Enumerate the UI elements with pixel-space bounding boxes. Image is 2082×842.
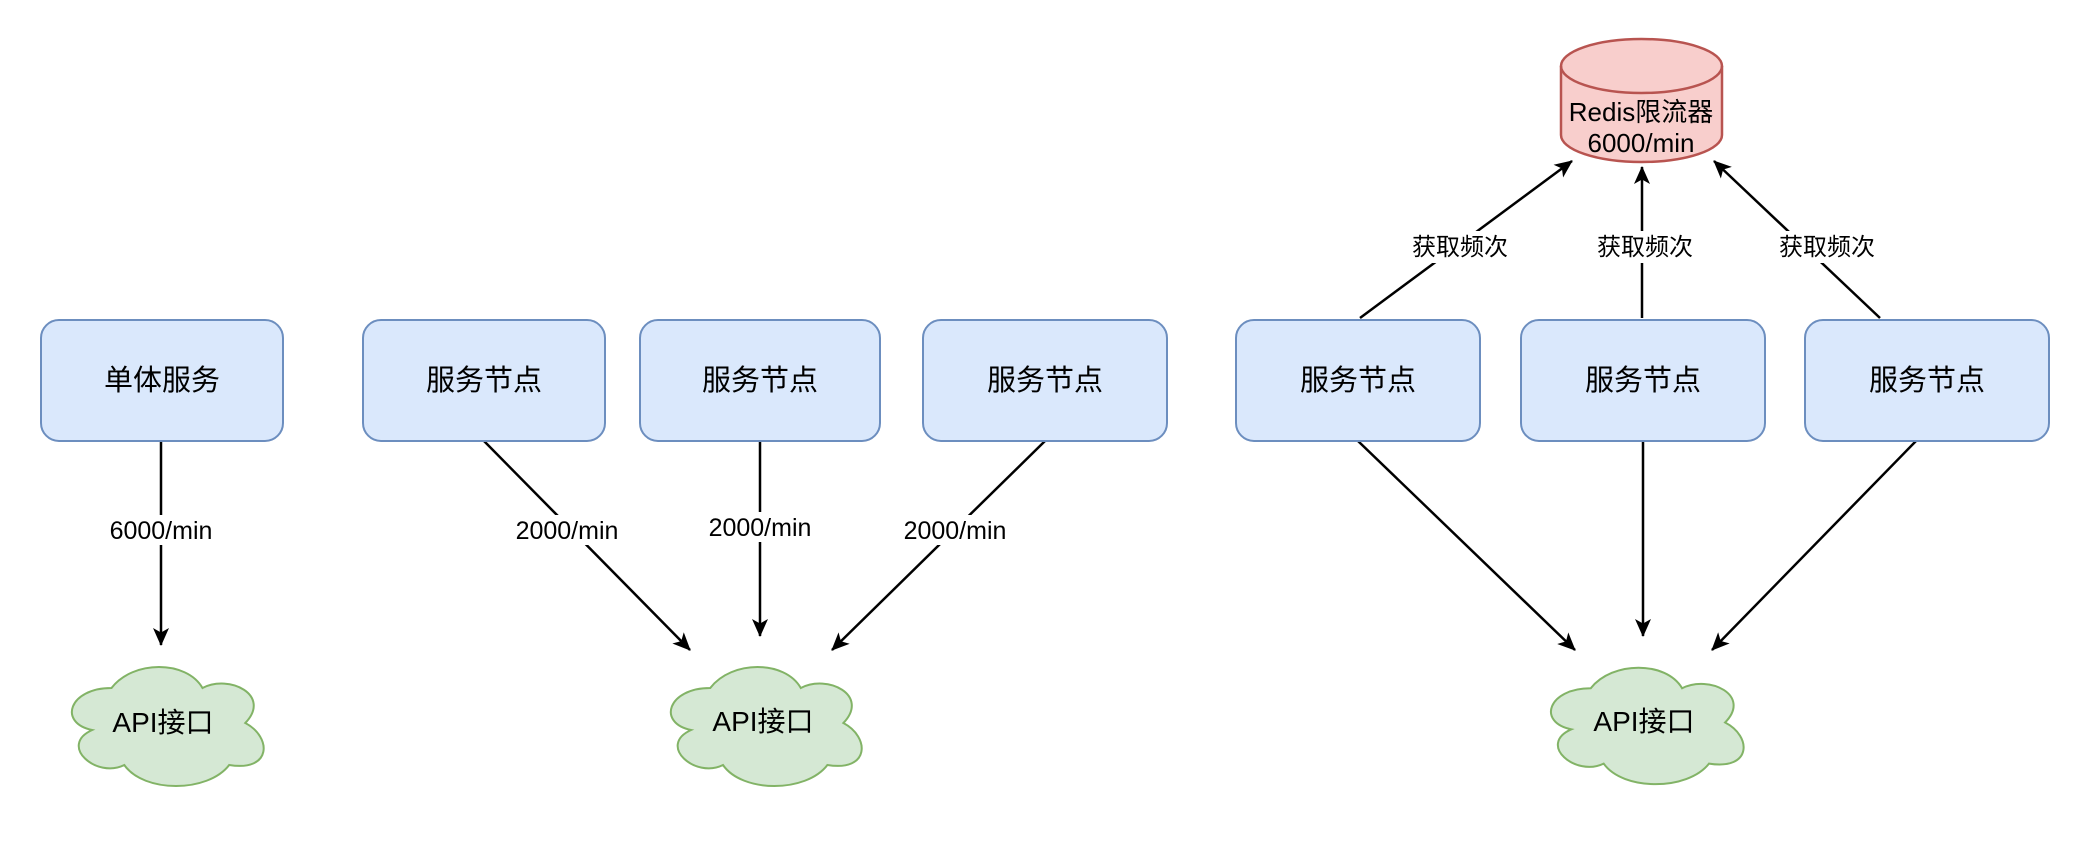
edge-label-bg bbox=[898, 515, 1012, 545]
redis-node-label-2: 服务节点 bbox=[1585, 364, 1701, 397]
api-cloud-redis bbox=[1550, 666, 1745, 786]
redis-node-box-3 bbox=[1804, 319, 2050, 442]
monolith-rate-label: 6000/min bbox=[110, 517, 213, 545]
fetch-frequency-label-2: 获取频次 bbox=[1597, 234, 1693, 261]
fetch-frequency-label-1: 获取频次 bbox=[1412, 234, 1508, 261]
cluster-section: 服务节点 服务节点 服务节点 2000/min 2000/min 2000/mi… bbox=[362, 319, 1168, 787]
edge-label-bg bbox=[1593, 231, 1697, 263]
edge-label-bg bbox=[510, 515, 624, 545]
arrow-cluster-node1-to-api bbox=[483, 440, 691, 651]
api-cloud-redis-label: API接口 bbox=[1593, 706, 1694, 737]
monolith-service-label: 单体服务 bbox=[104, 364, 220, 397]
monolith-section: 单体服务 6000/min API接口 bbox=[40, 319, 284, 787]
monolith-service-box bbox=[40, 319, 284, 442]
edge-label-bg bbox=[1408, 231, 1512, 263]
redis-cylinder-rim bbox=[1559, 65, 1724, 95]
edge-label-bg bbox=[703, 512, 817, 542]
api-cloud-cluster bbox=[670, 666, 863, 787]
edge-label-bg bbox=[1775, 231, 1879, 263]
cluster-node-box-1 bbox=[362, 319, 606, 442]
cluster-rate-label-3: 2000/min bbox=[904, 517, 1007, 545]
cluster-node-box-2 bbox=[639, 319, 881, 442]
redis-section: Redis限流器 6000/min 获取频次 获取频次 获取频次 服务节点 服务… bbox=[1235, 37, 2050, 786]
arrow-node1-to-api bbox=[1357, 440, 1576, 651]
arrow-cluster-node3-to-api bbox=[831, 440, 1046, 651]
redis-node-box-1 bbox=[1235, 319, 1481, 442]
redis-label-line2: 6000/min bbox=[1588, 128, 1695, 158]
api-cloud-monolith-label: API接口 bbox=[112, 707, 213, 738]
cluster-node-label-1: 服务节点 bbox=[426, 364, 542, 397]
redis-node-label-3: 服务节点 bbox=[1869, 364, 1985, 397]
redis-label-line1: Redis限流器 bbox=[1569, 97, 1713, 127]
cluster-rate-label-2: 2000/min bbox=[709, 514, 812, 542]
redis-node-box-2 bbox=[1520, 319, 1766, 442]
redis-cylinder bbox=[1559, 37, 1724, 164]
cluster-rate-label-1: 2000/min bbox=[516, 517, 619, 545]
api-cloud-monolith bbox=[71, 666, 265, 787]
arrow-node3-to-api bbox=[1711, 440, 1917, 651]
cluster-node-label-2: 服务节点 bbox=[702, 364, 818, 397]
fetch-frequency-label-3: 获取频次 bbox=[1779, 234, 1875, 261]
cluster-node-box-3 bbox=[922, 319, 1168, 442]
edge-label-bg bbox=[104, 515, 218, 545]
redis-node-label-1: 服务节点 bbox=[1300, 364, 1416, 397]
cluster-node-label-3: 服务节点 bbox=[987, 364, 1103, 397]
api-cloud-cluster-label: API接口 bbox=[712, 706, 813, 737]
